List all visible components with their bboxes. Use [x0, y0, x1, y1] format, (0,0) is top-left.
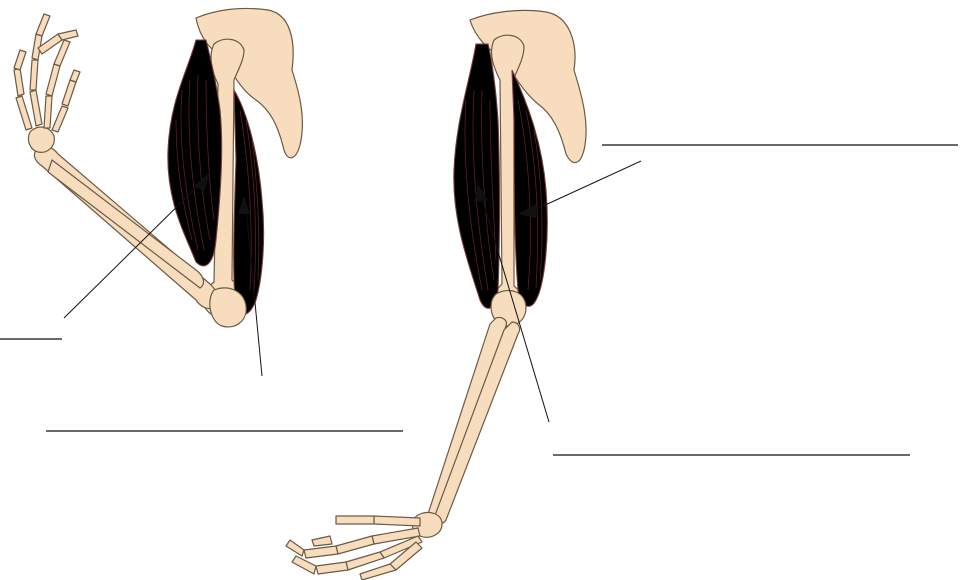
triceps-relaxed [234, 90, 264, 315]
elbow-left [210, 288, 246, 327]
biceps-extended [454, 44, 500, 308]
ulna-right [434, 322, 520, 524]
hand-left [14, 14, 80, 152]
biceps-flexed [168, 40, 222, 266]
radius-right [426, 317, 506, 523]
leader-line-3 [530, 161, 641, 212]
extended-arm [286, 10, 586, 580]
flexed-arm [14, 8, 302, 326]
hand-right [286, 512, 442, 580]
